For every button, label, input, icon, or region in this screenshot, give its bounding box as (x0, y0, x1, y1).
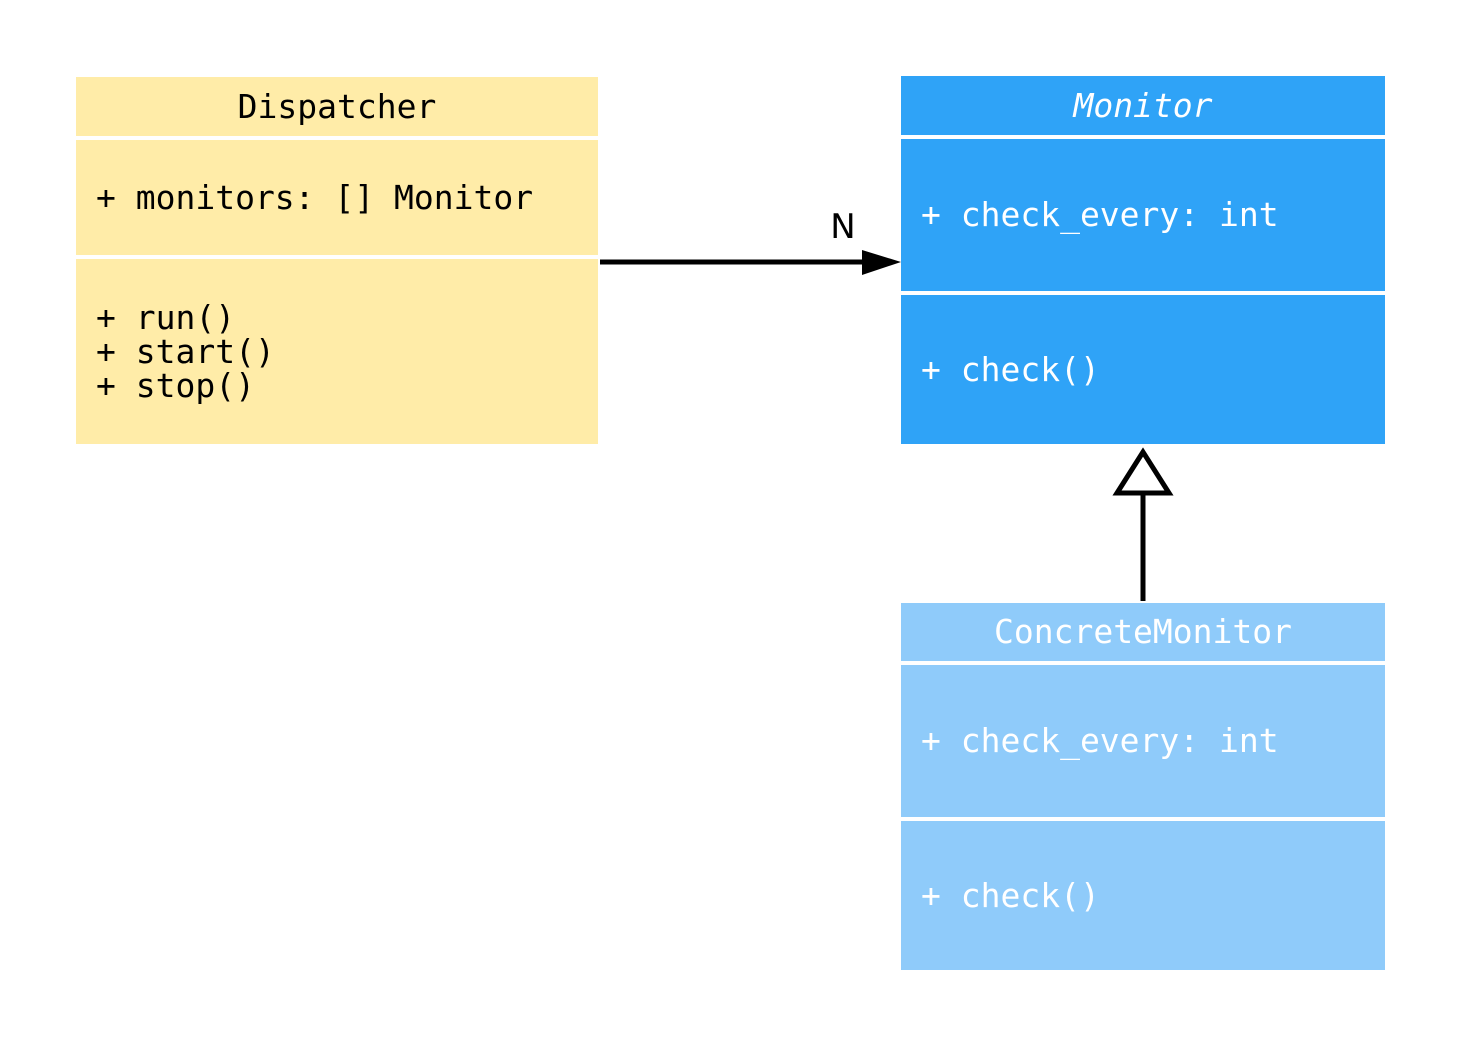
class-concretemonitor-header: ConcreteMonitor (901, 603, 1385, 661)
class-monitor-name: Monitor (1073, 85, 1213, 125)
generalization-concretemonitor-to-monitor (1112, 447, 1174, 601)
class-monitor-header: Monitor (901, 76, 1385, 135)
association-multiplicity-label: N (830, 207, 856, 247)
attribute-check-every: + check_every: int (921, 195, 1279, 234)
class-dispatcher: Dispatcher + monitors: [] Monitor + run(… (76, 77, 598, 444)
class-monitor: Monitor + check_every: int + check() (901, 76, 1385, 444)
class-dispatcher-header: Dispatcher (76, 77, 598, 136)
class-concretemonitor-name: ConcreteMonitor (993, 612, 1292, 651)
attribute-monitors: + monitors: [] Monitor (96, 177, 534, 217)
class-concretemonitor-attributes: + check_every: int (901, 665, 1385, 817)
generalization-triangle (1112, 447, 1174, 496)
method-check: + check() (921, 349, 1100, 389)
class-monitor-methods: + check() (901, 295, 1385, 444)
class-dispatcher-methods: + run() + start() + stop() (76, 259, 598, 444)
association-arrowhead (862, 250, 901, 275)
class-monitor-attributes: + check_every: int (901, 139, 1385, 291)
attribute-check-every: + check_every: int (921, 721, 1279, 760)
class-dispatcher-name: Dispatcher (237, 86, 437, 126)
method-run: + run() (96, 297, 236, 337)
method-start: + start() (96, 331, 275, 371)
class-concretemonitor: ConcreteMonitor + check_every: int + che… (901, 603, 1385, 970)
method-check: + check() (921, 875, 1100, 915)
method-stop: + stop() (96, 365, 255, 405)
class-concretemonitor-methods: + check() (901, 821, 1385, 970)
class-dispatcher-attributes: + monitors: [] Monitor (76, 140, 598, 255)
association-dispatcher-to-monitor (600, 250, 901, 275)
